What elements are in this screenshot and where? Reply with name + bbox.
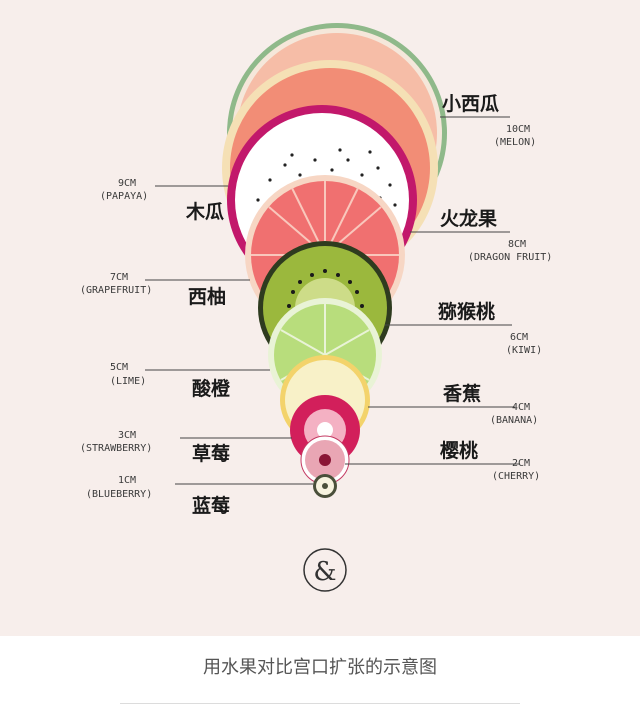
- ampersand-logo: &: [303, 548, 347, 592]
- svg-text:(BLUEBERRY): (BLUEBERRY): [86, 489, 152, 500]
- svg-text:(MELON): (MELON): [494, 137, 536, 148]
- svg-text:(STRAWBERRY): (STRAWBERRY): [80, 443, 152, 454]
- svg-text:草莓: 草莓: [192, 442, 230, 465]
- label-strawberry: 3CM (STRAWBERRY) 草莓: [80, 430, 292, 465]
- svg-text:(PAPAYA): (PAPAYA): [100, 191, 148, 202]
- svg-text:酸橙: 酸橙: [192, 377, 231, 400]
- svg-text:樱桃: 樱桃: [440, 439, 478, 462]
- label-melon: 小西瓜 10CM (MELON): [440, 93, 536, 148]
- svg-text:3CM: 3CM: [118, 430, 136, 441]
- svg-text:5CM: 5CM: [110, 362, 128, 373]
- svg-text:8CM: 8CM: [508, 239, 526, 250]
- svg-text:7CM: 7CM: [110, 272, 128, 283]
- blueberry-illustration: [313, 474, 337, 498]
- svg-text:(DRAGON FRUIT): (DRAGON FRUIT): [468, 252, 552, 263]
- svg-text:10CM: 10CM: [506, 124, 530, 135]
- caption: 用水果对比宫口扩张的示意图: [203, 657, 437, 678]
- svg-text:小西瓜: 小西瓜: [442, 93, 499, 115]
- svg-text:(LIME): (LIME): [110, 376, 146, 387]
- svg-text:4CM: 4CM: [512, 402, 530, 413]
- svg-text:猕猴桃: 猕猴桃: [438, 300, 495, 323]
- svg-text:(CHERRY): (CHERRY): [492, 471, 540, 482]
- svg-text:蓝莓: 蓝莓: [192, 494, 230, 517]
- svg-text:木瓜: 木瓜: [185, 200, 224, 223]
- svg-text:2CM: 2CM: [512, 458, 530, 469]
- svg-text:火龙果: 火龙果: [440, 207, 497, 230]
- svg-text:(GRAPEFRUIT): (GRAPEFRUIT): [80, 285, 152, 296]
- svg-text:9CM: 9CM: [118, 178, 136, 189]
- label-blueberry: 1CM (BLUEBERRY) 蓝莓: [86, 475, 313, 517]
- svg-text:&: &: [313, 557, 336, 587]
- label-kiwi: 猕猴桃 6CM (KIWI): [385, 300, 542, 356]
- svg-text:西柚: 西柚: [188, 285, 226, 308]
- label-cherry: 樱桃 2CM (CHERRY): [345, 439, 540, 482]
- fruit-diagram: 小西瓜 10CM (MELON) 火龙果 8CM (DRAGON FRUIT) …: [80, 23, 552, 592]
- svg-text:6CM: 6CM: [510, 332, 528, 343]
- label-lime: 5CM (LIME) 酸橙: [110, 362, 270, 400]
- svg-text:1CM: 1CM: [118, 475, 136, 486]
- label-dragon-fruit: 火龙果 8CM (DRAGON FRUIT): [410, 207, 552, 263]
- divider: [120, 703, 520, 704]
- label-banana: 香蕉 4CM (BANANA): [368, 382, 538, 426]
- svg-text:(KIWI): (KIWI): [506, 345, 542, 356]
- svg-text:香蕉: 香蕉: [442, 382, 481, 405]
- svg-text:(BANANA): (BANANA): [490, 415, 538, 426]
- diagram-canvas: 小西瓜 10CM (MELON) 火龙果 8CM (DRAGON FRUIT) …: [0, 0, 640, 636]
- label-papaya: 9CM (PAPAYA) 木瓜: [100, 178, 228, 223]
- label-grapefruit: 7CM (GRAPEFRUIT) 西柚: [80, 272, 250, 308]
